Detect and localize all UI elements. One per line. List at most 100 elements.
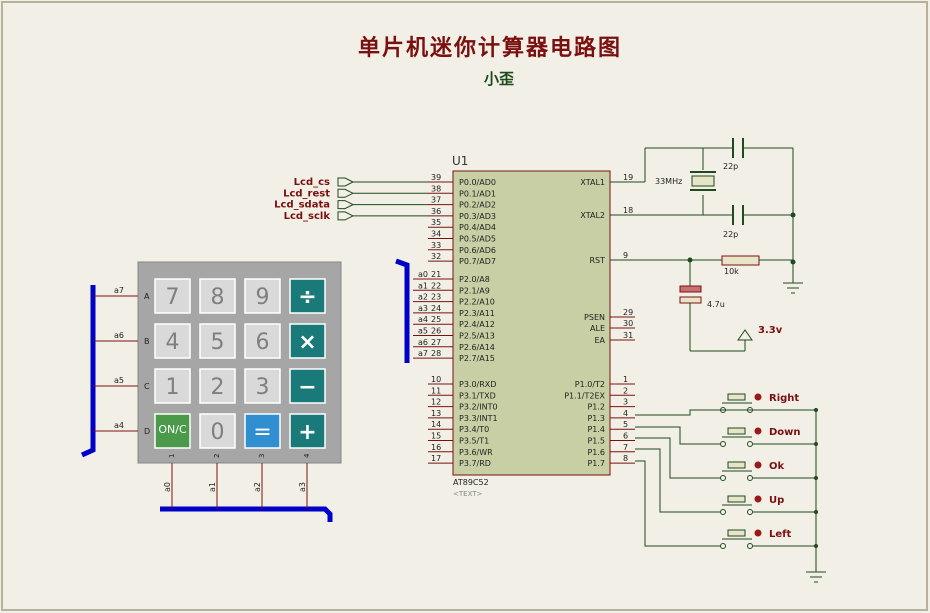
- oscillator-circuit: [610, 138, 796, 265]
- button-contact: [720, 475, 726, 481]
- button-cap[interactable]: [727, 393, 746, 401]
- keypad-key[interactable]: 2: [199, 368, 236, 404]
- keypad-key[interactable]: 6: [244, 323, 281, 359]
- key-face: [244, 413, 281, 449]
- p2-net-label: a5: [418, 327, 428, 336]
- button-contact: [747, 441, 753, 447]
- keypad-key[interactable]: 7: [154, 278, 191, 314]
- keypad-col-label: 4: [303, 453, 311, 458]
- keypad-key[interactable]: 5: [199, 323, 236, 359]
- pin-number: 3: [623, 398, 628, 407]
- pin-number: 26: [431, 327, 441, 336]
- key-label: 1: [166, 375, 180, 400]
- keypad-key[interactable]: ×: [289, 323, 326, 359]
- keypad-key[interactable]: 4: [154, 323, 191, 359]
- keypad-row-label: A: [144, 292, 150, 301]
- keypad-key[interactable]: ON/C: [154, 413, 191, 449]
- keypad-col-net: a1: [208, 482, 217, 492]
- button-contact: [720, 441, 726, 447]
- keypad-row-net: a4: [114, 421, 124, 430]
- key-label: 2: [211, 375, 225, 400]
- pin-name: PSEN: [584, 313, 605, 322]
- pin-number: 28: [431, 349, 441, 358]
- pin-name: P0.5/AD5: [459, 235, 496, 244]
- key-label: ×: [298, 330, 316, 355]
- keypad-key[interactable]: −: [289, 368, 326, 404]
- key-label: −: [298, 375, 316, 400]
- p2-net-label: a1: [418, 281, 428, 290]
- keypad-row-label: C: [144, 382, 150, 391]
- keypad-key[interactable]: 1: [154, 368, 191, 404]
- key-label: 8: [211, 285, 225, 310]
- pin-number: 1: [623, 375, 628, 384]
- diagram-title: 单片机迷你计算器电路图: [357, 35, 622, 61]
- button-cap[interactable]: [727, 427, 746, 435]
- key-label: +: [298, 420, 316, 445]
- supply-label: 3.3v: [758, 325, 783, 336]
- button-contact: [747, 475, 753, 481]
- mcu[interactable]: U1 AT89C52 <TEXT> 39P0.0/AD038P0.1/AD137…: [413, 154, 635, 498]
- keypad-key[interactable]: 8: [199, 278, 236, 314]
- lcd-terminal: [337, 200, 355, 210]
- pin-number: 38: [431, 184, 441, 193]
- pin-number: 12: [431, 398, 441, 407]
- cap2-value: 22p: [723, 230, 738, 239]
- p2-net-label: a4: [418, 315, 428, 324]
- reset-cap-value: 4.7u: [707, 300, 725, 309]
- keypad-key[interactable]: 0: [199, 413, 236, 449]
- pin-name: EA: [594, 336, 605, 345]
- keypad-key[interactable]: =: [244, 413, 281, 449]
- p2-net-label: a6: [418, 338, 428, 347]
- lcd-terminal: [337, 188, 355, 198]
- pin-name: P1.7: [587, 459, 605, 468]
- pin-number: 5: [623, 420, 628, 429]
- pin-name: P3.7/RD: [459, 459, 491, 468]
- keypad-key[interactable]: ÷: [289, 278, 326, 314]
- button-contact: [747, 543, 753, 549]
- pin-name: P0.7/AD7: [459, 257, 496, 266]
- pin-number: 11: [431, 386, 441, 395]
- button-wire: [635, 448, 722, 513]
- keypad-row-label: D: [144, 427, 150, 436]
- pin-name: P2.0/A8: [459, 275, 490, 284]
- keypad-row-net: a6: [114, 331, 124, 340]
- pin-name: RST: [589, 256, 605, 265]
- keypad-key[interactable]: +: [289, 413, 326, 449]
- pin-name: P3.3/INT1: [459, 414, 498, 423]
- button-cap[interactable]: [727, 461, 746, 469]
- key-face: [244, 368, 281, 404]
- keypad-key[interactable]: 3: [244, 368, 281, 404]
- pin-name: P2.7/A15: [459, 354, 495, 363]
- pin-number: 14: [431, 420, 441, 429]
- key-label: 5: [211, 330, 225, 355]
- button-label: Down: [769, 427, 801, 438]
- pin-name: P1.5: [587, 437, 605, 446]
- pin-name: P1.3: [587, 414, 605, 423]
- keypad-row-bus: [80, 285, 96, 458]
- cap1-value: 22p: [723, 162, 738, 171]
- pin-name: XTAL2: [580, 211, 605, 220]
- pin-name: P3.2/INT0: [459, 403, 498, 412]
- pin-name: P3.6/WR: [459, 448, 493, 457]
- lcd-terminal: [337, 211, 355, 221]
- mcu-part: AT89C52: [453, 478, 489, 487]
- pin-name: P3.0/RXD: [459, 380, 496, 389]
- keypad-col-label: 1: [168, 454, 176, 458]
- pin-number: 18: [623, 206, 633, 215]
- mcu-text-tag: <TEXT>: [453, 490, 483, 498]
- p2-bus: [395, 258, 410, 363]
- button-cap[interactable]: [727, 495, 746, 503]
- button-label: Left: [769, 529, 792, 540]
- key-label: ON/C: [158, 423, 187, 436]
- keypad-key[interactable]: 9: [244, 278, 281, 314]
- pin-number: 25: [431, 315, 441, 324]
- key-face: [154, 368, 191, 404]
- button-cap[interactable]: [727, 529, 746, 537]
- key-face: [199, 278, 236, 314]
- key-face: [199, 413, 236, 449]
- p2-net-label: a3: [418, 304, 428, 313]
- button-contact: [747, 509, 753, 515]
